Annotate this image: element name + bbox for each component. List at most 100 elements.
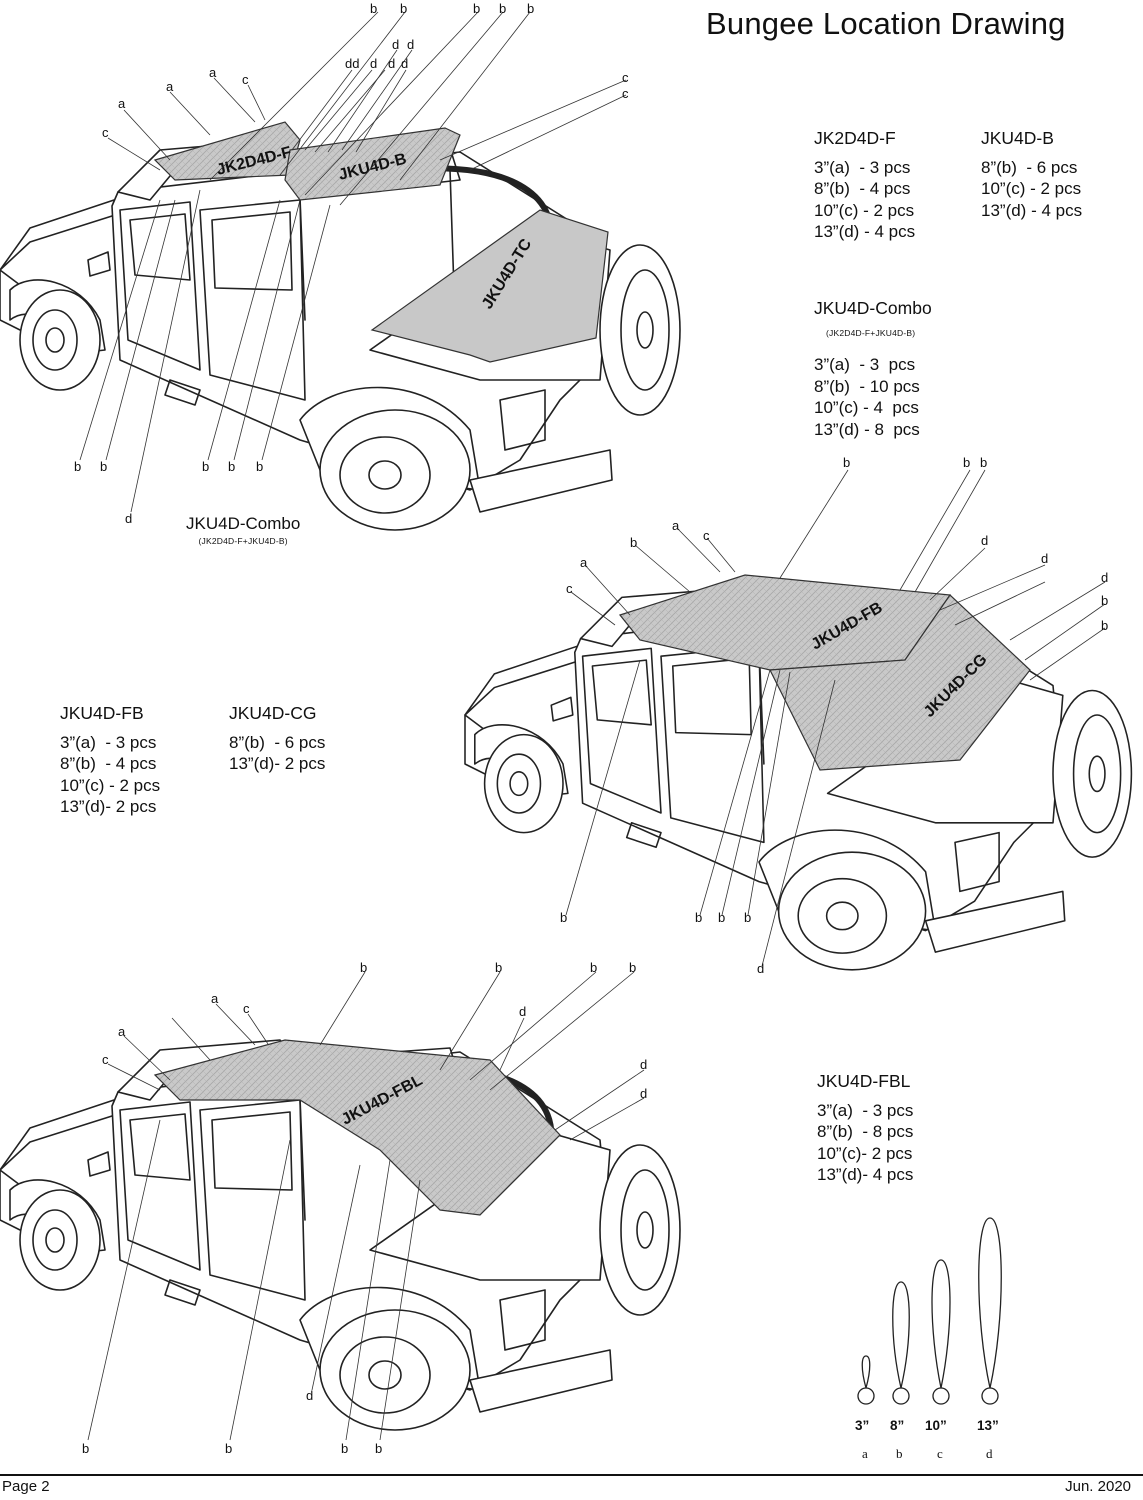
bungee-13in xyxy=(978,1217,1002,1405)
spec-row: 8”(b) - 8 pcs xyxy=(817,1122,914,1141)
panel-jku4d-cg-shape xyxy=(769,594,1031,771)
callout-label: b xyxy=(495,960,502,975)
caption-subtitle: (JK2D4D-F+JKU4D-B) xyxy=(198,536,288,546)
vehicle-1: JK2D4D-F JKU4D-B JKU4D-TC xyxy=(0,1,680,530)
vehicle-3: JKU4D-FBL b b xyxy=(0,960,680,1456)
callout-label: b xyxy=(82,1441,89,1456)
page-title: Bungee Location Drawing xyxy=(706,6,1066,41)
panel-jku4d-fbl-shape xyxy=(153,1039,561,1216)
bungee-size-label: 13” xyxy=(977,1418,999,1433)
callout-label: b xyxy=(980,455,987,470)
bungee-size-label: 3” xyxy=(855,1418,869,1433)
spec-jku4d-fb: JKU4D-FB 3”(a) - 3 pcs 8”(b) - 4 pcs 10”… xyxy=(60,703,160,818)
spec-row: 10”(c) - 2 pcs xyxy=(60,775,161,795)
callout-label: d xyxy=(370,56,377,71)
callout-label: b xyxy=(560,910,567,925)
callout-label: b xyxy=(499,1,506,16)
callout-label: d xyxy=(640,1086,647,1101)
callout-label: b xyxy=(629,960,636,975)
bungee-size-letter: d xyxy=(986,1446,993,1461)
spec-row: 8”(b) - 6 pcs xyxy=(229,732,326,752)
spec-row: 13”(d)- 4 pcs xyxy=(817,1165,914,1184)
callout-label: b xyxy=(718,910,725,925)
bungee-size-letter: a xyxy=(862,1446,868,1461)
callout-label: d xyxy=(388,56,395,71)
spec-row: 13”(d)- 2 pcs xyxy=(60,797,157,816)
bungee-3in xyxy=(857,1355,875,1405)
callout-label: b xyxy=(527,1,534,16)
spec-header: JKU4D-CG xyxy=(229,703,317,723)
callout-label: b xyxy=(228,459,235,474)
callout-label: b xyxy=(74,459,81,474)
spec-row: 3”(a) - 3 pcs xyxy=(60,732,157,752)
callout-label: b xyxy=(341,1441,348,1456)
spec-row: 10”(c)- 2 pcs xyxy=(817,1143,913,1163)
spec-header: JKU4D-Combo xyxy=(814,298,932,318)
spec-row: 13”(d) - 4 pcs xyxy=(981,200,1083,220)
callout-label: c xyxy=(102,125,109,140)
callout-label: b xyxy=(400,1,407,16)
revision-date: Jun. 2020 xyxy=(1065,1478,1131,1495)
spec-row: 8”(b) - 4 pcs xyxy=(814,179,911,198)
spec-jku4d-combo: JKU4D-Combo (JK2D4D-F+JKU4D-B) 3”(a) - 3… xyxy=(814,298,932,440)
callout-label: d xyxy=(757,961,764,976)
spec-jku4d-cg: JKU4D-CG 8”(b) - 6 pcs 13”(d)- 2 pcs xyxy=(229,703,325,775)
callout-label: a xyxy=(209,65,217,80)
callout-label: d xyxy=(306,1388,313,1403)
spec-row: 3”(a) - 3 pcs xyxy=(817,1100,914,1120)
bungee-size-letter: b xyxy=(896,1446,903,1461)
spec-row: 10”(c) - 4 pcs xyxy=(814,398,919,417)
bungee-size-legend xyxy=(857,1217,1002,1405)
vehicle-2: JKU4D-FB JKU4D-CG xyxy=(465,455,1131,976)
spec-jk2d4d-f: JK2D4D-F 3”(a) - 3 pcs 8”(b) - 4 pcs 10”… xyxy=(814,128,915,243)
callout-label: a xyxy=(118,1024,126,1039)
callout-label: c xyxy=(622,86,629,101)
callout-label: a xyxy=(211,991,219,1006)
callout-label: c xyxy=(242,72,249,87)
bungee-size-label: 8” xyxy=(890,1418,904,1433)
spec-jku4d-b: JKU4D-B 8”(b) - 6 pcs 10”(c) - 2 pcs 13”… xyxy=(981,128,1082,221)
spec-row: 3”(a) - 3 pcs xyxy=(814,157,911,177)
callout-label: b xyxy=(473,1,480,16)
callout-label: b xyxy=(370,1,377,16)
leader-lines xyxy=(79,11,627,513)
footer-divider xyxy=(0,1474,1143,1476)
spec-subheader: (JK2D4D-F+JKU4D-B) xyxy=(826,327,916,338)
callout-label: d xyxy=(640,1057,647,1072)
page-number: Page 2 xyxy=(2,1478,50,1495)
callout-label: b xyxy=(225,1441,232,1456)
spec-row: 10”(c) - 2 pcs xyxy=(981,179,1082,198)
callout-label: b xyxy=(375,1441,382,1456)
spec-header: JKU4D-B xyxy=(981,128,1054,148)
callout-label: b xyxy=(100,459,107,474)
callout-label: a xyxy=(580,555,588,570)
callout-label: b xyxy=(202,459,209,474)
callout-label: a xyxy=(672,518,680,533)
callout-label: b xyxy=(1101,618,1108,633)
callout-label: b xyxy=(744,910,751,925)
spec-row: 8”(b) - 10 pcs xyxy=(814,376,920,396)
bungee-8in xyxy=(892,1281,910,1405)
bungee-size-label: 10” xyxy=(925,1418,947,1433)
leader-lines xyxy=(565,469,1106,967)
spec-jku4d-fbl: JKU4D-FBL 3”(a) - 3 pcs 8”(b) - 8 pcs 10… xyxy=(817,1071,913,1186)
callout-label: b xyxy=(695,910,702,925)
spec-row: 8”(b) - 6 pcs xyxy=(981,157,1078,177)
bungee-10in xyxy=(931,1259,951,1405)
spec-row: 13”(d)- 2 pcs xyxy=(229,754,326,773)
callout-label: d xyxy=(981,533,988,548)
callout-label: d xyxy=(401,56,408,71)
panel-jku4d-b-shape xyxy=(284,127,461,201)
callout-label: b xyxy=(590,960,597,975)
bungee-size-letter: c xyxy=(937,1446,943,1461)
caption-title: JKU4D-Combo xyxy=(186,514,301,533)
callout-label: c xyxy=(622,70,629,85)
leader-lines xyxy=(87,971,645,1441)
callout-label: b xyxy=(360,960,367,975)
spec-row: 13”(d) - 8 pcs xyxy=(814,419,920,439)
callout-label: c xyxy=(243,1001,250,1016)
callout-label: d xyxy=(407,37,414,52)
vehicle-1-caption: JKU4D-Combo (JK2D4D-F+JKU4D-B) xyxy=(186,514,300,546)
